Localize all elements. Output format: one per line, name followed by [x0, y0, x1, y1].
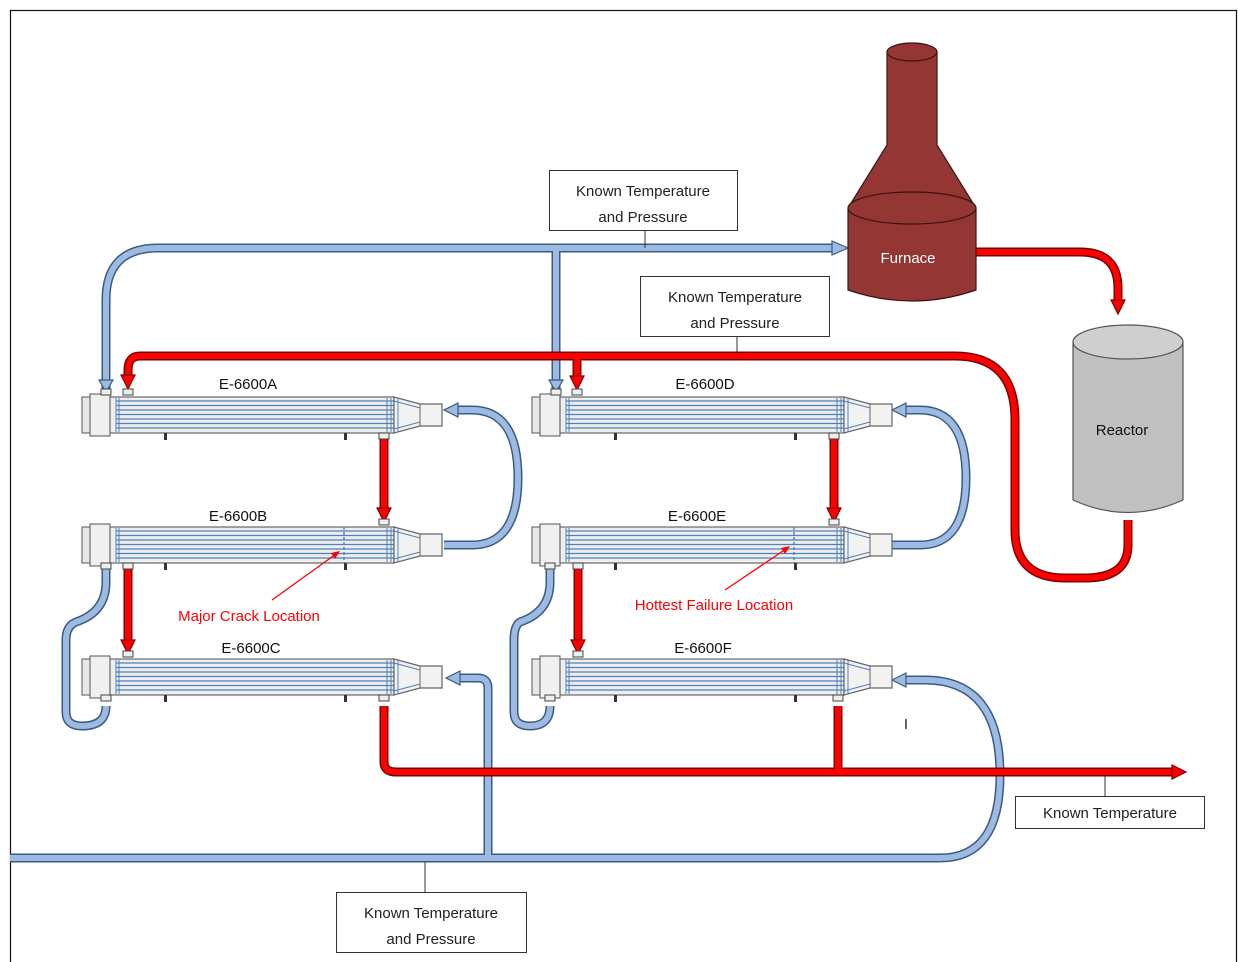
exchanger-label: E-6600C [221, 640, 280, 657]
hot-effluent-pipes [120, 247, 1188, 780]
heat-exchanger-e-6600d: E-6600D [531, 376, 893, 441]
exchanger-label: E-6600D [675, 376, 734, 393]
reactor-label: Reactor [1096, 422, 1149, 439]
heat-exchanger-e-6600b: E-6600B [81, 508, 443, 571]
stray-text-mark: I [904, 716, 908, 733]
heat-exchanger-e-6600c: E-6600C [81, 640, 443, 703]
heat-exchanger-e-6600a: E-6600A [81, 376, 443, 441]
heat-exchanger-e-6600e: E-6600E [531, 508, 893, 571]
exchanger-label: E-6600A [219, 376, 277, 393]
callout-top-known-temperature-pressure: Known Temperature and Pressure [549, 170, 738, 248]
hottest-failure-annotation: Hottest Failure Location [635, 546, 793, 614]
major-crack-annotation: Major Crack Location [178, 551, 340, 625]
cold-feed-pipes [10, 240, 1005, 863]
exchanger-label: E-6600B [209, 508, 267, 525]
callout-mid-known-temperature-pressure: Known Temperature and Pressure [640, 276, 830, 354]
reactor: Reactor [1072, 324, 1184, 513]
major-crack-label: Major Crack Location [178, 608, 320, 625]
callout-outlet-known-temperature: Known Temperature [1015, 776, 1205, 829]
frame [9, 9, 1238, 962]
callout-bottom-known-temperature-pressure: Known Temperature and Pressure [336, 862, 527, 953]
exchanger-label: E-6600F [674, 640, 732, 657]
furnace-label: Furnace [880, 250, 935, 267]
heat-exchanger-e-6600f: E-6600F [531, 640, 893, 703]
callout-text-line2: and Pressure [598, 209, 687, 226]
callout-text: Known Temperature [1043, 805, 1177, 822]
callout-text-line2: and Pressure [690, 315, 779, 332]
furnace: Furnace [847, 42, 977, 302]
callout-text-line1: Known Temperature [668, 289, 802, 306]
callout-text-line2: and Pressure [386, 931, 475, 948]
callout-text-line1: Known Temperature [576, 183, 710, 200]
callout-text-line1: Known Temperature [364, 905, 498, 922]
hottest-failure-label: Hottest Failure Location [635, 597, 793, 614]
exchanger-label: E-6600E [668, 508, 726, 525]
